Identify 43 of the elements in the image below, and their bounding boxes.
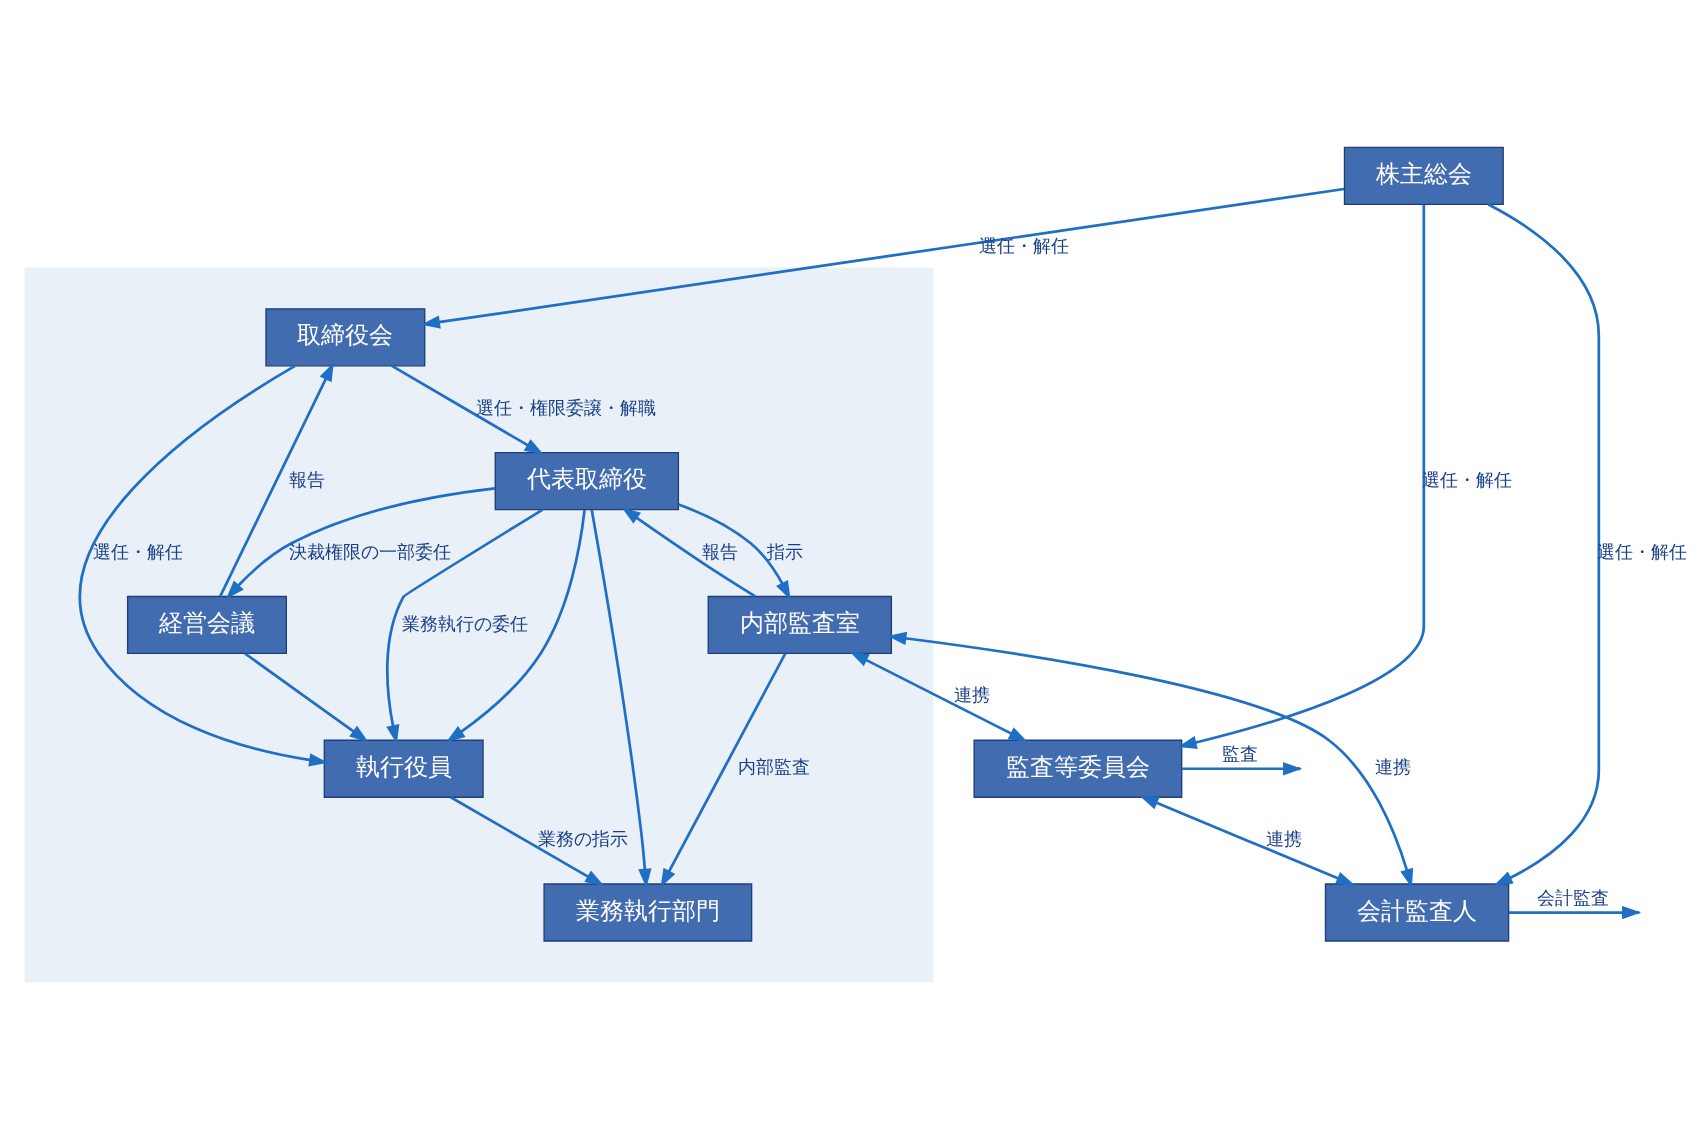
arrow — [621, 507, 756, 598]
node-box: 会計監査人 — [1324, 883, 1510, 942]
edge-label: 内部監査 — [738, 757, 811, 778]
arrow — [1177, 204, 1426, 749]
arrow — [385, 508, 544, 744]
arrow — [450, 796, 605, 886]
node-box: 経営会議 — [126, 595, 287, 655]
edge-label: 報告 — [289, 469, 326, 490]
arrow — [391, 364, 544, 455]
arrow — [421, 187, 1345, 329]
edge-label: 選任・解任 — [978, 236, 1069, 257]
arrow — [219, 362, 334, 597]
node-box: 代表取締役 — [494, 452, 680, 511]
node-box: 監査等委員会 — [973, 739, 1183, 798]
node-box: 業務執行部門 — [543, 883, 753, 942]
edge-label: 選任・権限委譲・解職 — [476, 397, 657, 418]
edge-label: 監査 — [1221, 743, 1258, 764]
node-box: 株主総会 — [1343, 146, 1504, 206]
edge-label: 指示 — [766, 541, 803, 562]
edge-label: 選任・解任 — [92, 541, 183, 562]
arrow — [1487, 203, 1601, 886]
cluster — [24, 267, 934, 983]
arrow — [590, 509, 652, 888]
arrow — [1139, 795, 1356, 886]
arrow — [244, 652, 369, 743]
arrow — [678, 503, 791, 600]
arrow — [849, 651, 1028, 742]
edge-label: 会計監査 — [1536, 887, 1609, 908]
arrow — [225, 486, 496, 600]
edge-label: 業務執行の委任 — [402, 613, 529, 634]
node-box: 取締役会 — [265, 308, 426, 367]
arrow — [887, 631, 1414, 888]
arrow — [78, 364, 329, 767]
node-box: 執行役員 — [323, 739, 484, 798]
edge-label: 連携 — [1374, 757, 1411, 778]
arrow — [446, 509, 586, 743]
node-box: 内部監査室 — [707, 595, 893, 655]
edge-label: 連携 — [1266, 829, 1303, 850]
edge-label: 連携 — [954, 685, 991, 706]
edge-label: 報告 — [701, 541, 738, 562]
edge-label: 決裁権限の一部委任 — [288, 541, 451, 562]
arrow — [660, 652, 787, 888]
edge-label: 業務の指示 — [538, 829, 629, 850]
